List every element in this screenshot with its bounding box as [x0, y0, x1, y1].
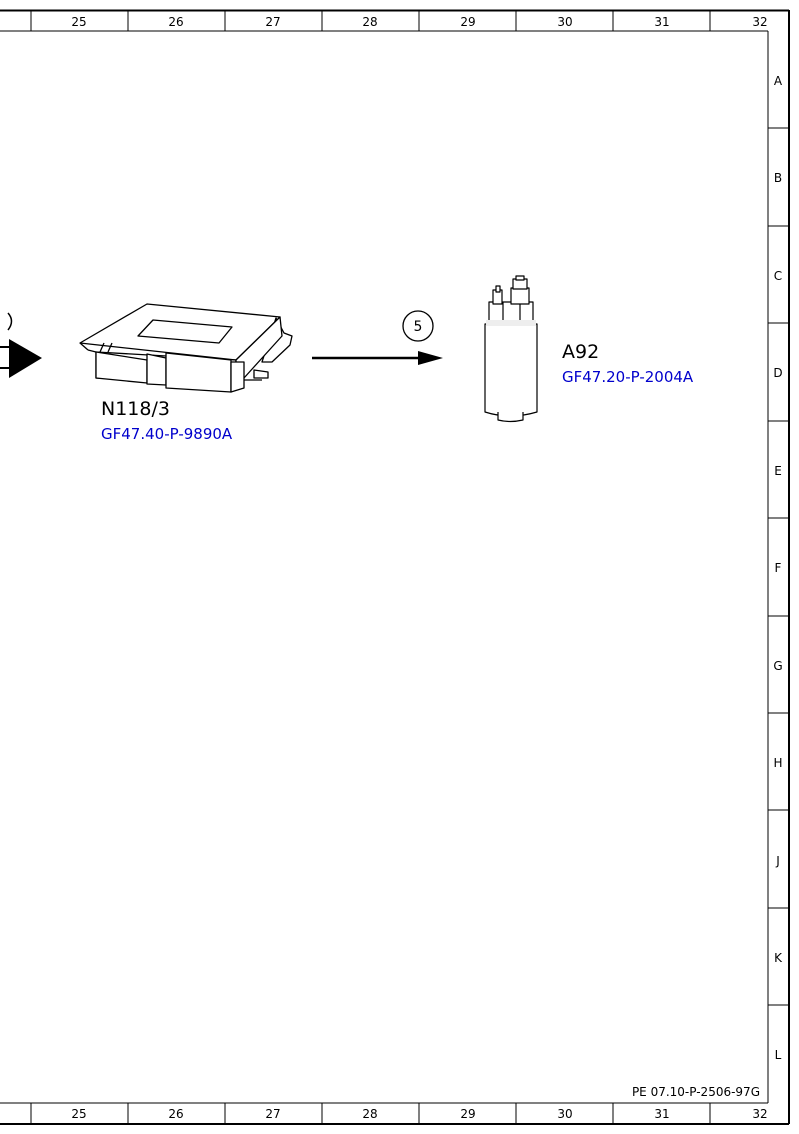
row-label: B [774, 171, 782, 185]
column-label: 26 [168, 15, 183, 29]
row-label: D [773, 366, 782, 380]
fuel-pump-label: A92 [562, 341, 599, 363]
row-label: F [775, 561, 782, 575]
column-label: 30 [557, 1107, 572, 1121]
column-label: 30 [557, 15, 572, 29]
column-label: 29 [460, 15, 475, 29]
column-ruler-top [30, 10, 711, 31]
column-ruler-bottom [30, 1103, 711, 1124]
column-label: 25 [71, 15, 86, 29]
column-label: 31 [654, 15, 669, 29]
column-label: 32 [752, 1107, 767, 1121]
column-label: 28 [362, 1107, 377, 1121]
row-label: C [774, 269, 782, 283]
column-label: 28 [362, 15, 377, 29]
row-label: J [775, 854, 780, 868]
fuel-pump-reference-link[interactable]: GF47.20-P-2004A [562, 368, 694, 386]
connection-number-badge: 5 [402, 310, 434, 342]
row-labels-right: A B C D E F G H J K L [773, 74, 783, 1062]
incoming-arrow-from-previous-sheet [0, 312, 42, 378]
column-label: 29 [460, 1107, 475, 1121]
column-label: 25 [71, 1107, 86, 1121]
row-ruler-right [768, 127, 789, 1006]
column-labels-top: 25 26 27 28 29 30 31 32 [71, 15, 767, 29]
row-label: E [774, 464, 782, 478]
row-label: H [773, 756, 782, 770]
column-label: 27 [265, 1107, 280, 1121]
connection-arrow [312, 351, 443, 365]
column-label: 32 [752, 15, 767, 29]
row-label: A [774, 74, 783, 88]
row-label: K [774, 951, 783, 965]
column-labels-bottom: 25 26 27 28 29 30 31 32 [71, 1107, 767, 1121]
control-unit-icon [79, 303, 293, 393]
control-unit-label: N118/3 [101, 398, 170, 420]
row-label: L [775, 1048, 782, 1062]
fuel-pump-icon [484, 275, 538, 423]
document-code: PE 07.10-P-2506-97G [632, 1085, 760, 1099]
column-label: 26 [168, 1107, 183, 1121]
connection-number: 5 [414, 319, 423, 335]
control-unit-reference-link[interactable]: GF47.40-P-9890A [101, 425, 233, 443]
column-label: 31 [654, 1107, 669, 1121]
sheet-frame [0, 9, 790, 1125]
column-label: 27 [265, 15, 280, 29]
row-label: G [773, 659, 782, 673]
